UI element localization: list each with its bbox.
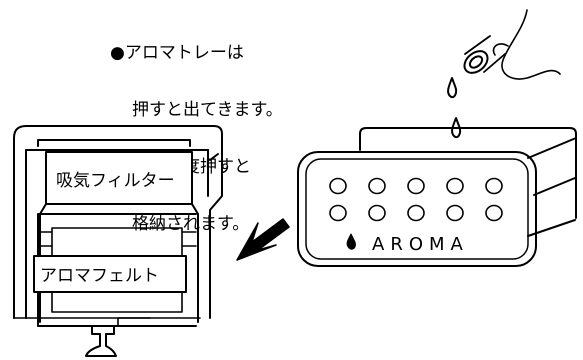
bullet-icon: ●	[110, 43, 125, 63]
aroma-label: AROMA	[372, 234, 469, 255]
aroma-hole	[368, 177, 386, 195]
aroma-hole	[485, 204, 503, 222]
aroma-tray: AROMA	[297, 127, 577, 267]
aroma-hole-grid	[329, 177, 503, 222]
oil-drop-icon	[451, 117, 462, 139]
aroma-hole	[407, 177, 425, 195]
tray-unit	[13, 125, 223, 357]
instruction-line-2: 押すと出てきます。	[132, 100, 283, 120]
oil-drop-icon	[447, 77, 458, 99]
aroma-hole	[329, 204, 347, 222]
instruction-line-1: ●アロマトレーは	[110, 43, 244, 63]
aroma-felt-label: アロマフェルト	[40, 266, 159, 286]
intake-filter-label: 吸気フィルター	[56, 171, 175, 191]
aroma-hole	[485, 177, 503, 195]
aroma-hole	[446, 177, 464, 195]
drop-icon	[346, 233, 356, 250]
dropper-bottle-icon	[463, 9, 561, 80]
aroma-hole	[368, 204, 386, 222]
aroma-hole	[329, 177, 347, 195]
arrow-icon	[236, 218, 290, 261]
aroma-hole	[446, 204, 464, 222]
aroma-hole	[407, 204, 425, 222]
